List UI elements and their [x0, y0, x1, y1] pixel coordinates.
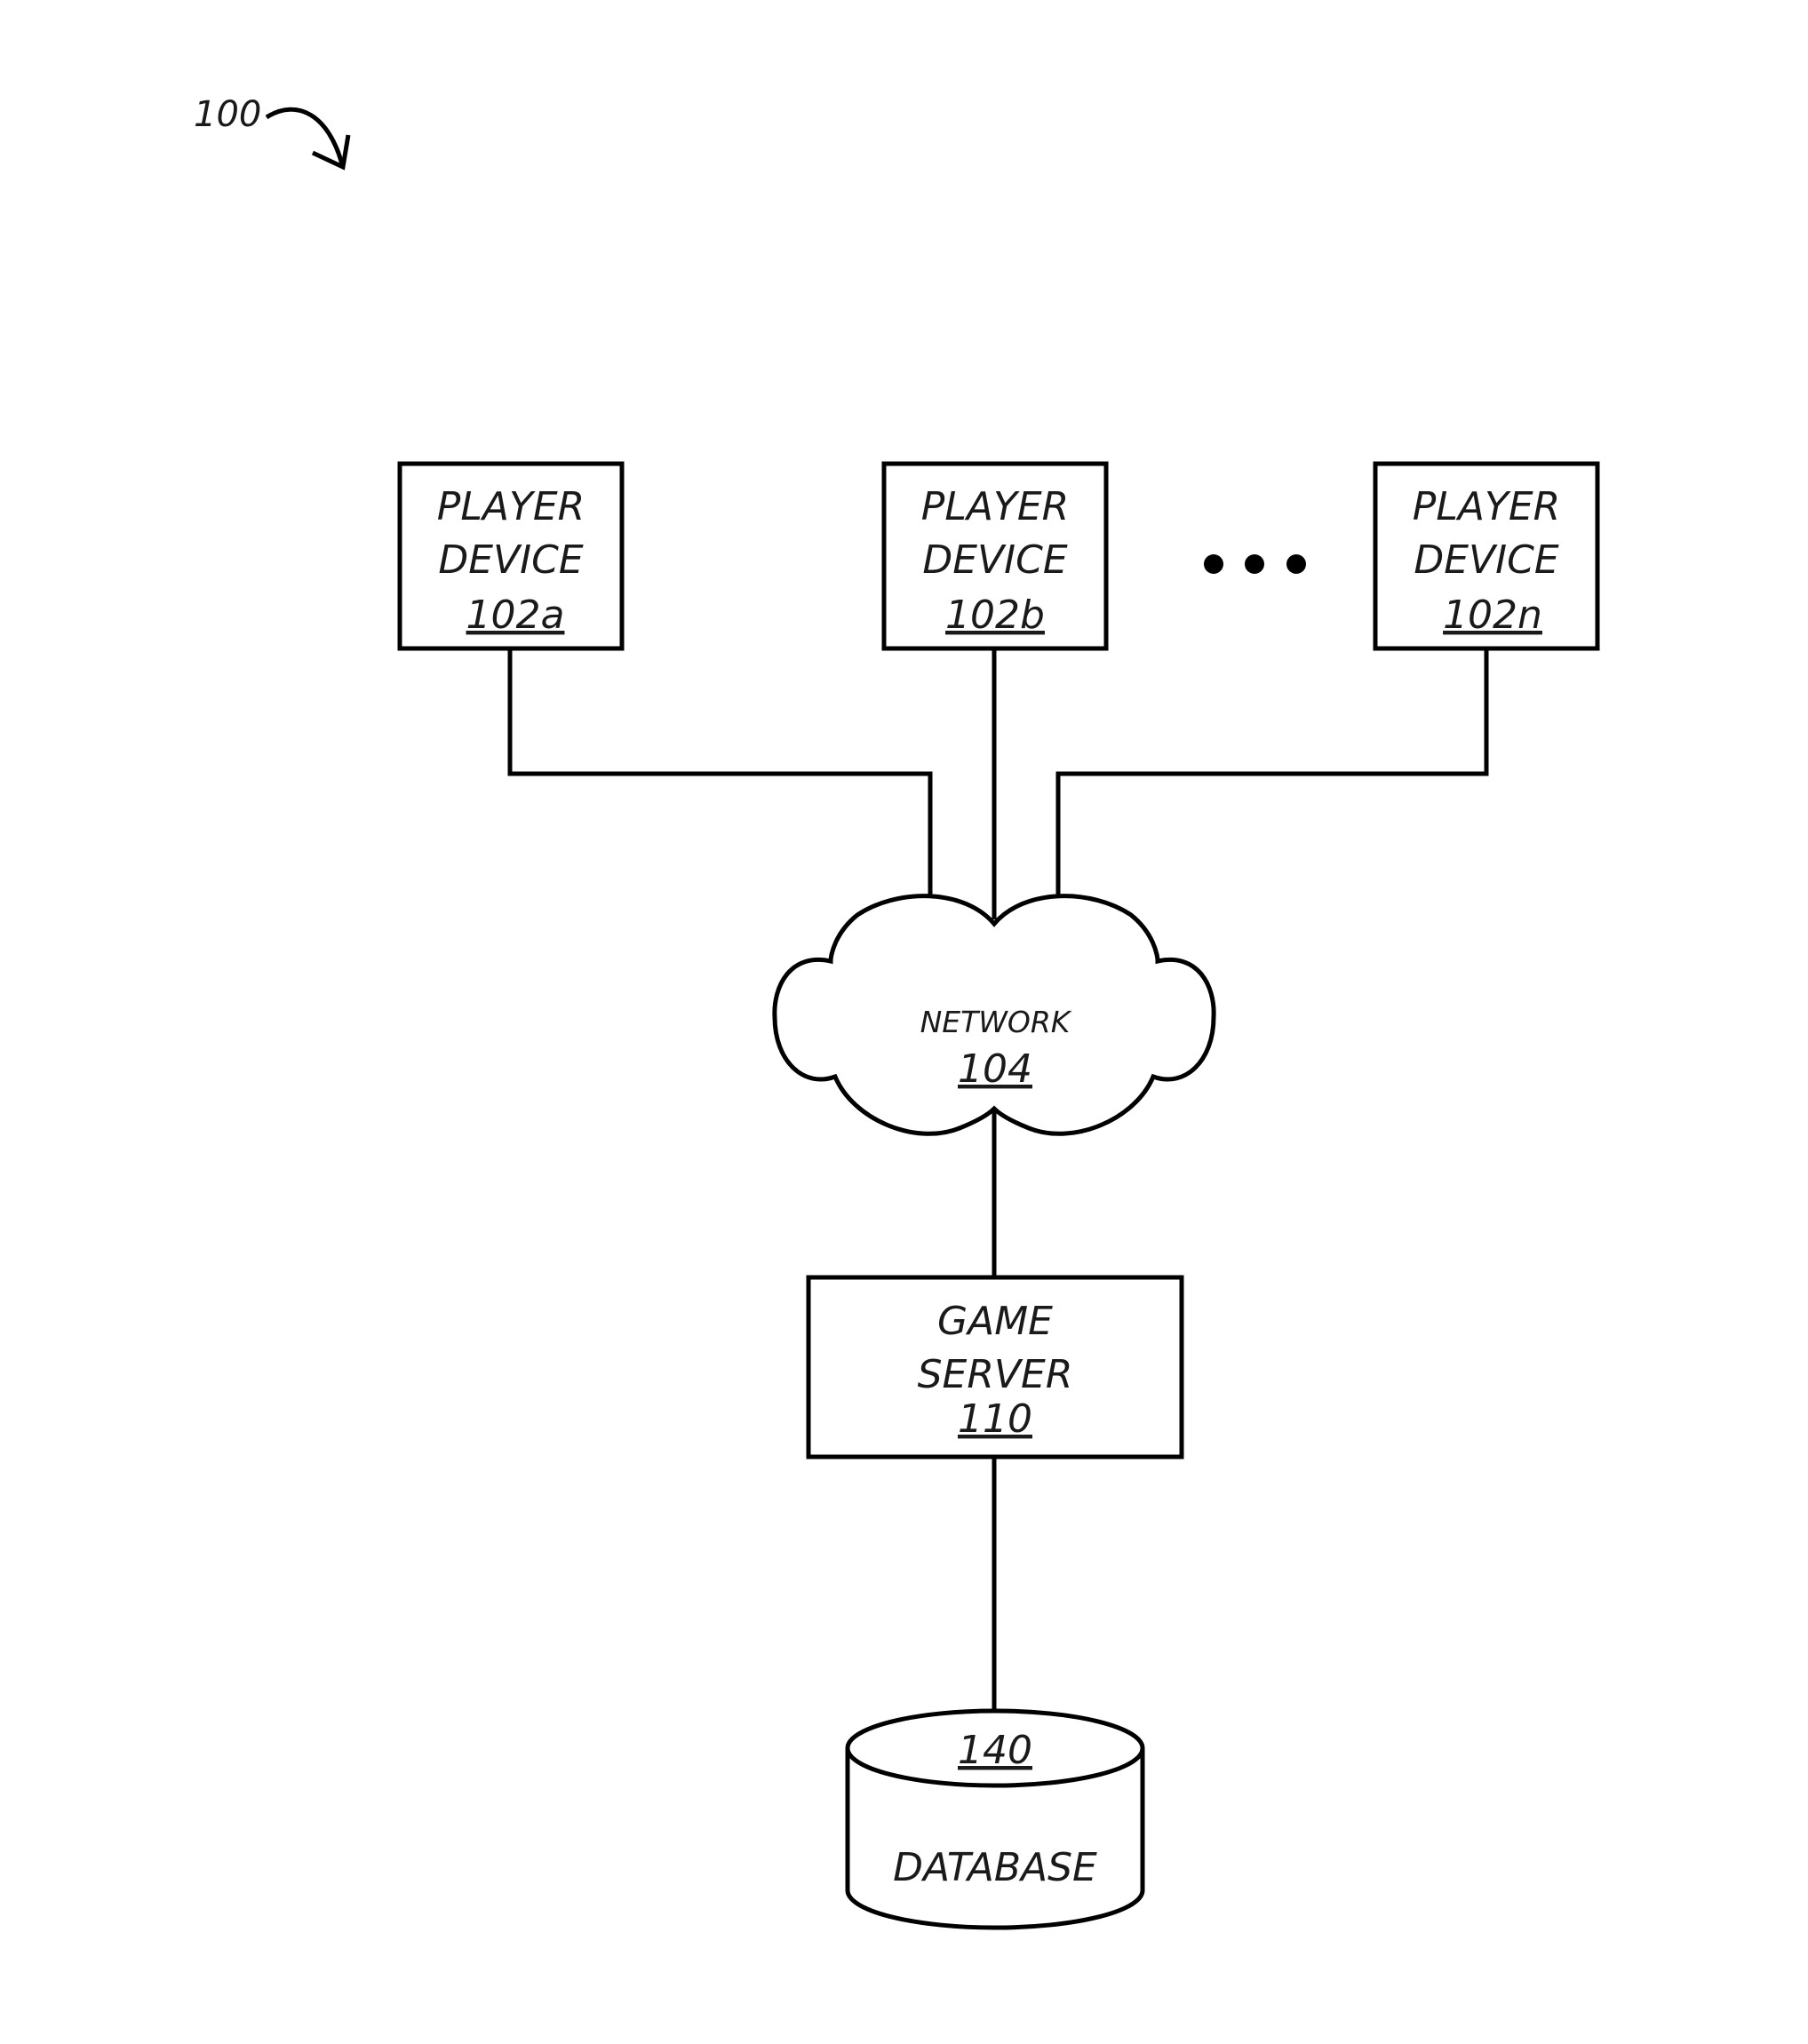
figure-reference: 100: [194, 94, 348, 167]
game-server-ref: 110: [958, 1396, 1032, 1442]
player-device-ref: 102b: [945, 593, 1045, 638]
game-server-110: GAME SERVER 110: [808, 1277, 1182, 1457]
database-140: 140 DATABASE: [848, 1711, 1143, 1928]
network-label: NETWORK: [920, 1005, 1072, 1039]
player-device-line2: DEVICE: [922, 537, 1067, 583]
player-device-line1: PLAYER: [1413, 484, 1560, 529]
player-device-line1: PLAYER: [437, 484, 585, 529]
ellipsis-icon: [1204, 554, 1306, 574]
player-device-line2: DEVICE: [438, 537, 583, 583]
player-device-102a: PLAYER DEVICE 102a: [400, 464, 622, 648]
figure-ref-arrow-icon: [267, 109, 342, 164]
connector-102a-to-network: [510, 648, 930, 899]
player-device-102b: PLAYER DEVICE 102b: [884, 464, 1106, 648]
database-ref: 140: [958, 1728, 1032, 1773]
figure-ref-label: 100: [194, 94, 261, 135]
network-ref: 104: [958, 1046, 1032, 1092]
device-network-connectors: [510, 648, 1486, 919]
player-device-102n: PLAYER DEVICE 102n: [1375, 464, 1597, 648]
connector-102n-to-network: [1058, 648, 1486, 899]
game-server-line1: GAME: [937, 1299, 1053, 1344]
database-label: DATABASE: [893, 1845, 1097, 1890]
game-server-line2: SERVER: [918, 1352, 1073, 1397]
player-device-ref: 102a: [466, 593, 565, 638]
network-104: NETWORK 104: [775, 896, 1214, 1134]
player-device-line1: PLAYER: [921, 484, 1069, 529]
player-device-line2: DEVICE: [1414, 537, 1558, 583]
player-device-ref: 102n: [1443, 593, 1542, 638]
